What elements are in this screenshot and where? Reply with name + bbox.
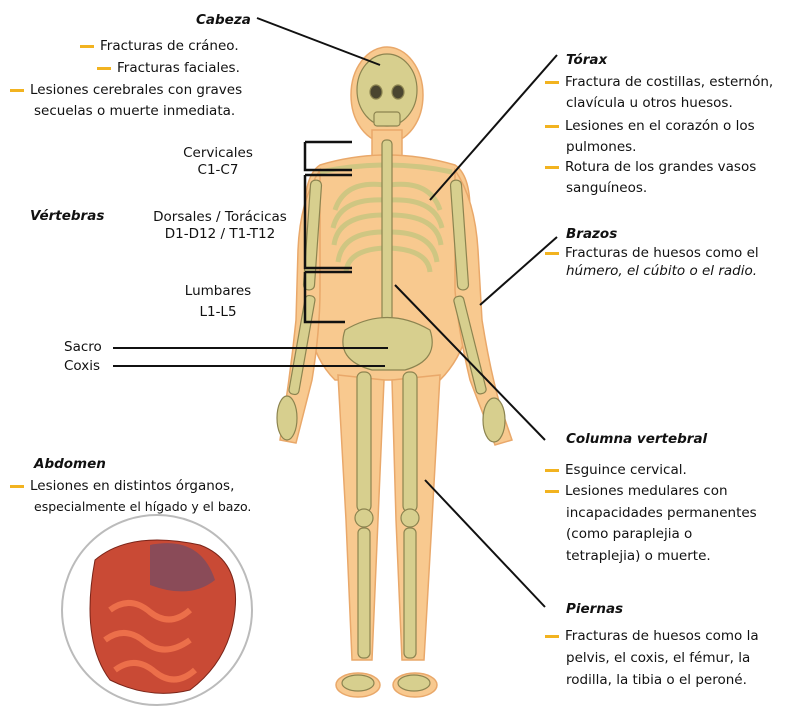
bullet-dash	[545, 490, 559, 493]
bullet-dash	[545, 635, 559, 638]
cabeza-item: Lesiones cerebrales con graves	[10, 80, 242, 100]
spine	[382, 140, 392, 340]
bullet-dash	[97, 67, 111, 70]
abdomen-item: Lesiones en distintos órganos,	[10, 476, 234, 496]
torax-item: Lesiones en el corazón o los	[545, 116, 755, 136]
torax-title: Tórax	[566, 52, 607, 68]
piernas-item-cont: rodilla, la tibia o el peroné.	[566, 670, 747, 690]
left-femur	[357, 372, 371, 512]
bullet-dash	[545, 469, 559, 472]
columna-item: Lesiones medulares con	[545, 481, 728, 501]
torax-item-cont: pulmones.	[566, 137, 636, 157]
pelvis	[343, 318, 432, 371]
brazos-item: Fracturas de huesos como el	[545, 243, 759, 263]
bullet-dash	[80, 45, 94, 48]
brazos-title: Brazos	[566, 226, 617, 242]
cabeza-item: Fracturas de cráneo.	[80, 36, 239, 56]
columna-item-cont: tetraplejia) o muerte.	[566, 546, 711, 566]
lumbares-range: L1-L5	[170, 302, 266, 322]
cervicales-range: C1-C7	[170, 160, 266, 180]
piernas-item: Fracturas de huesos como la	[545, 626, 759, 646]
bullet-dash	[545, 81, 559, 84]
bullet-dash	[10, 485, 24, 488]
torax-item-cont: clavícula u otros huesos.	[566, 93, 733, 113]
dorsales-range: D1-D12 / T1-T12	[140, 224, 300, 244]
bullet-dash	[545, 252, 559, 255]
columna-item: Esguince cervical.	[545, 460, 687, 480]
columna-item-cont: incapacidades permanentes	[566, 503, 757, 523]
lumbares-label: Lumbares	[170, 281, 266, 301]
abdomen-title: Abdomen	[34, 456, 106, 472]
piernas-item-cont: pelvis, el coxis, el fémur, la	[566, 648, 750, 668]
bullet-dash	[545, 166, 559, 169]
vertebras-title: Vértebras	[30, 208, 104, 224]
piernas-title: Piernas	[566, 601, 623, 617]
abdomen-item-cont: especialmente el hígado y el bazo.	[34, 497, 251, 517]
columna-title: Columna vertebral	[566, 431, 707, 447]
sacro-label: Sacro	[64, 337, 102, 357]
cabeza-title: Cabeza	[196, 12, 251, 28]
right-femur	[403, 372, 417, 512]
columna-item-cont: (como paraplejia o	[566, 524, 692, 544]
bullet-dash	[545, 125, 559, 128]
torax-item: Rotura de los grandes vasos	[545, 157, 756, 177]
brazos-item-cont: húmero, el cúbito o el radio.	[566, 261, 757, 281]
coxis-label: Coxis	[64, 356, 100, 376]
torax-item: Fractura de costillas, esternón,	[545, 72, 773, 92]
cabeza-item: Fracturas faciales.	[97, 58, 240, 78]
cabeza-item-cont: secuelas o muerte inmediata.	[34, 101, 235, 121]
abdomen-inset	[62, 515, 252, 705]
torax-item-cont: sanguíneos.	[566, 178, 647, 198]
bullet-dash	[10, 89, 24, 92]
